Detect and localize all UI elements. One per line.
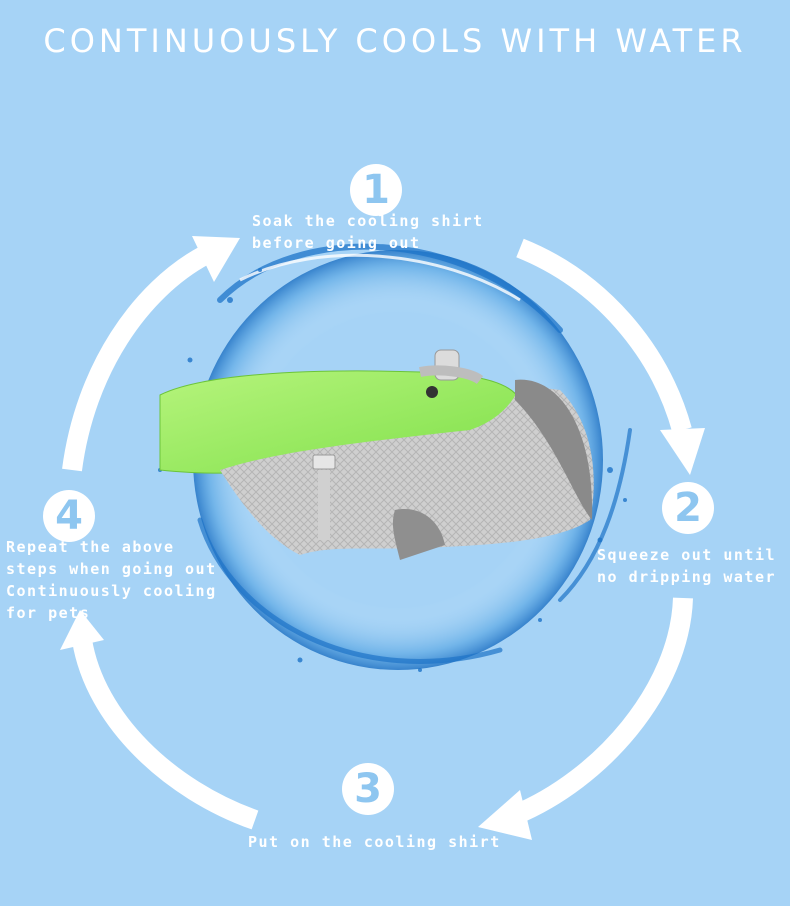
step-1-badge: 1	[350, 164, 402, 216]
step-4-text: Repeat the above steps when going out Co…	[6, 538, 217, 622]
arrow-4-to-1-icon	[62, 246, 210, 472]
arrow-1-to-2-icon	[516, 238, 692, 433]
arrowhead-4-icon	[192, 236, 240, 282]
headline: CONTINUOUSLY COOLS WITH WATER	[43, 22, 747, 60]
arrowhead-2-icon	[478, 790, 532, 840]
step-4-badge: 4	[43, 490, 95, 542]
arrowhead-3-icon	[60, 610, 104, 650]
step-1-text: Soak the cooling shirt before going out	[252, 212, 484, 252]
cycle-arrows	[62, 238, 693, 830]
arrow-3-to-4-icon	[72, 638, 259, 830]
cooling-vest-icon	[159, 349, 594, 560]
arrowhead-1-icon	[660, 428, 705, 475]
step-2-text: Squeeze out until no dripping water	[597, 546, 777, 586]
step-2-badge: 2	[662, 482, 714, 534]
step-3-badge: 3	[342, 763, 394, 815]
step-3-text: Put on the cooling shirt	[248, 833, 501, 851]
arrow-2-to-3-icon	[511, 597, 693, 825]
